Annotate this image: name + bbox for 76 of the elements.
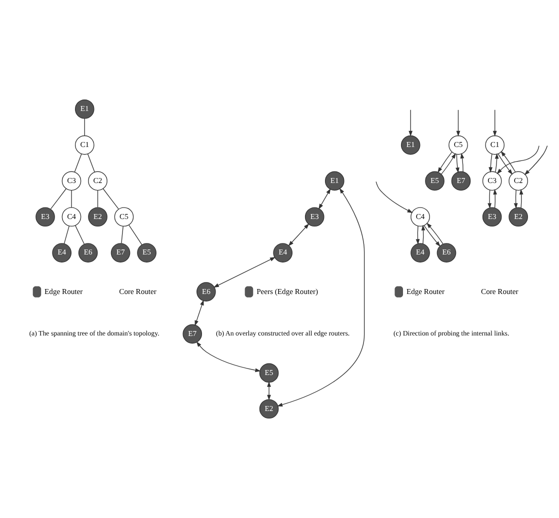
connector <box>74 154 82 172</box>
legend-label: Edge Router <box>406 286 445 296</box>
node-circle: E7 <box>451 171 471 191</box>
legend-label: Peers (Edge Router) <box>256 286 318 296</box>
arrow <box>494 153 502 174</box>
node-circle: E4 <box>410 243 430 262</box>
arrow <box>408 110 413 136</box>
arrow <box>488 190 492 209</box>
node-circle: C5 <box>114 207 134 227</box>
connector <box>102 188 119 210</box>
arrow <box>493 188 498 208</box>
node-circle: C3 <box>482 171 502 191</box>
legend-label: Core Router <box>481 286 518 296</box>
arrow <box>500 150 516 172</box>
node-circle: C1 <box>485 135 505 155</box>
legend-label: Core Router <box>119 286 156 296</box>
legend-label: Edge Router <box>44 286 83 296</box>
node-circle: E5 <box>425 171 444 191</box>
arrow <box>424 225 440 247</box>
node-circle: C2 <box>88 171 108 191</box>
connector <box>64 226 70 244</box>
connector <box>87 154 95 172</box>
arrow <box>496 145 540 174</box>
node-circle: C1 <box>74 135 94 155</box>
connector <box>84 118 85 136</box>
node-circle: E4 <box>273 243 292 262</box>
arrow <box>267 381 271 400</box>
arrow <box>440 153 456 175</box>
arrow <box>519 188 524 208</box>
node-circle: E3 <box>36 207 55 227</box>
node-circle: E6 <box>78 243 98 262</box>
arrow <box>488 154 493 173</box>
arrow <box>456 110 460 136</box>
arrow <box>514 190 518 209</box>
node-circle: E1 <box>400 135 420 155</box>
connector <box>71 190 72 208</box>
arrow <box>524 145 548 176</box>
node-circle: E4 <box>52 243 72 262</box>
arrow <box>288 223 310 246</box>
connector <box>97 190 98 208</box>
connector <box>128 224 142 246</box>
node-circle: E2 <box>508 207 528 227</box>
arrow <box>498 154 513 175</box>
node-circle: C2 <box>508 171 528 191</box>
node-circle: E2 <box>88 207 108 227</box>
arrow <box>196 341 261 372</box>
node-circle: E5 <box>137 243 156 262</box>
arrow <box>318 188 331 210</box>
arrow <box>421 224 426 244</box>
node-circle: C3 <box>62 171 82 191</box>
node-circle: E1 <box>74 99 94 119</box>
node-circle: E3 <box>304 207 324 227</box>
node-circle: C4 <box>410 207 430 227</box>
node-circle: E7 <box>182 324 202 344</box>
arrow <box>438 152 452 173</box>
node-circle: E1 <box>324 171 344 191</box>
node-circle: C5 <box>448 135 468 155</box>
connector <box>75 225 85 244</box>
arrow <box>376 181 413 213</box>
node-circle: E6 <box>436 243 456 262</box>
connector <box>50 188 67 210</box>
arrow <box>194 300 204 326</box>
node-circle: E3 <box>482 207 502 227</box>
arrow <box>456 154 460 174</box>
arrow <box>492 110 497 136</box>
arrow <box>460 152 464 172</box>
node-circle: C4 <box>62 207 82 227</box>
arrow <box>416 226 420 245</box>
node-circle: E2 <box>259 399 279 419</box>
node-circle: E6 <box>196 282 216 302</box>
arrow <box>426 222 444 244</box>
arrow <box>213 257 276 288</box>
connector <box>121 226 124 244</box>
node-circle: E7 <box>110 243 130 262</box>
arrow <box>276 188 365 407</box>
node-circle: E5 <box>259 363 279 383</box>
